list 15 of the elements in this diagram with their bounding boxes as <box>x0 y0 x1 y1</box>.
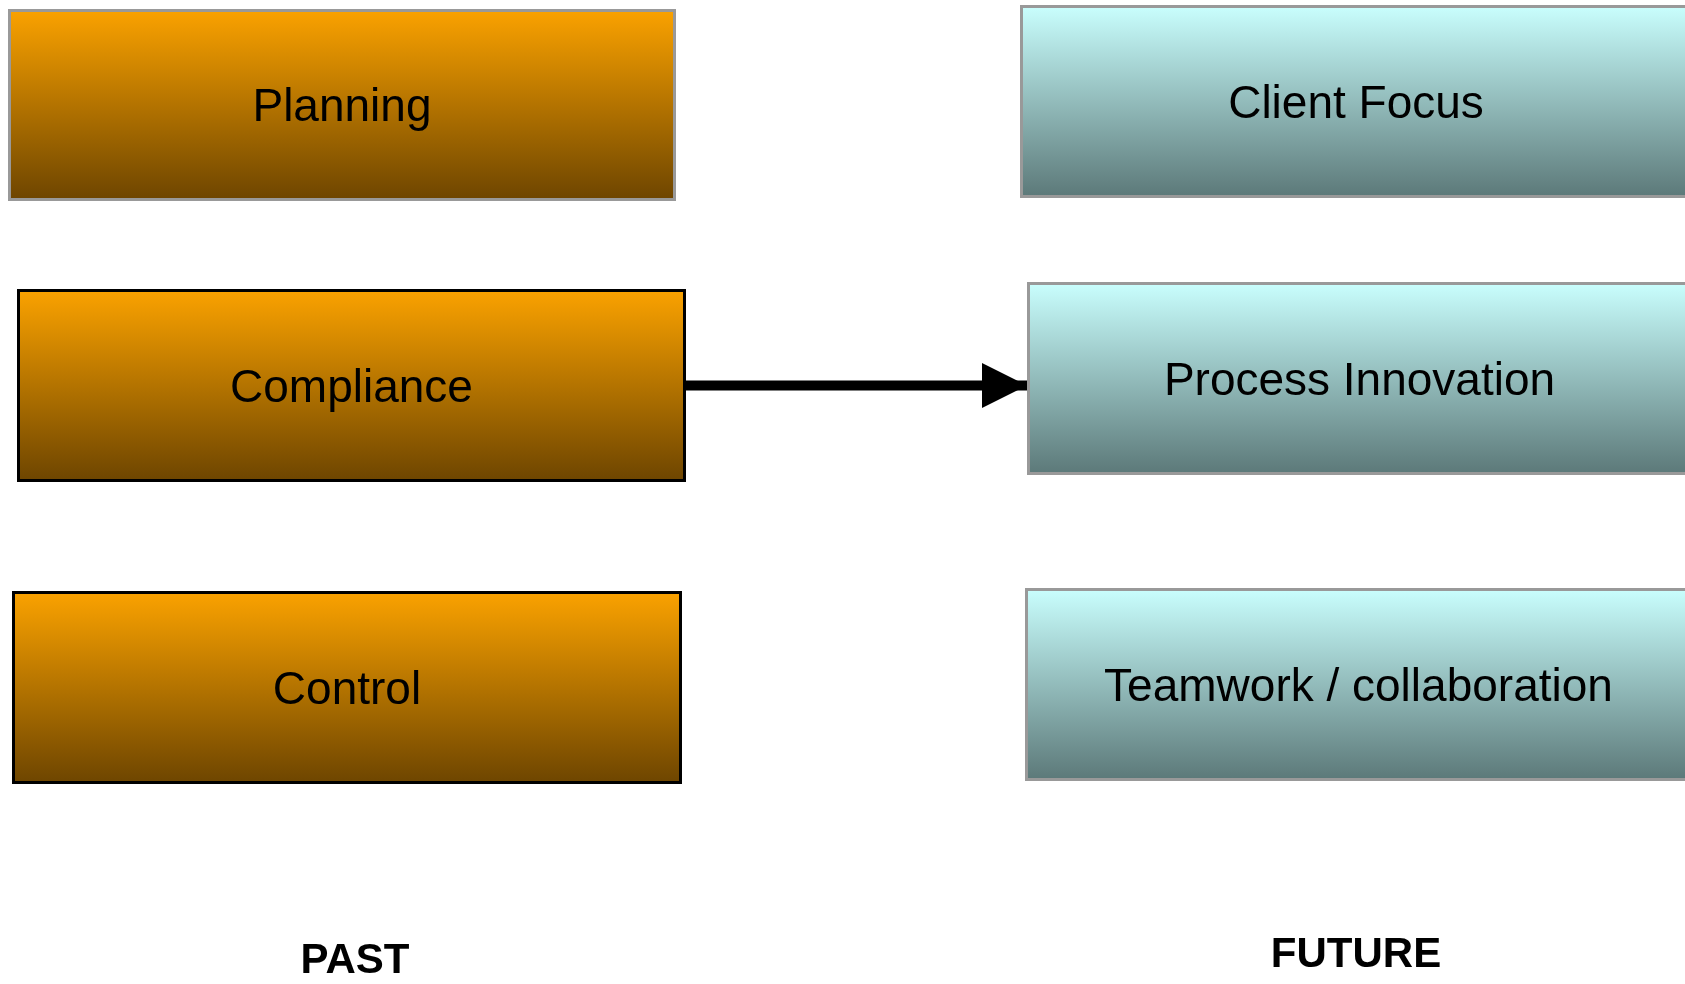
process-box <box>8 9 676 201</box>
process-box <box>1025 588 1685 781</box>
column-heading: PAST <box>300 935 410 983</box>
arrow <box>686 363 1027 408</box>
column-heading: FUTURE <box>1270 929 1442 977</box>
box-label: Process Innovation <box>1163 351 1556 406</box>
box-label: Compliance <box>230 358 473 413</box>
box-label: Control <box>272 660 422 715</box>
box-label: Teamwork / collaboration <box>1104 657 1613 712</box>
process-box <box>1027 282 1685 475</box>
process-box <box>1020 5 1685 198</box>
box-label: Client Focus <box>1228 74 1484 129</box>
process-box <box>17 289 686 482</box>
box-label: Planning <box>252 78 432 132</box>
process-box <box>12 591 682 784</box>
